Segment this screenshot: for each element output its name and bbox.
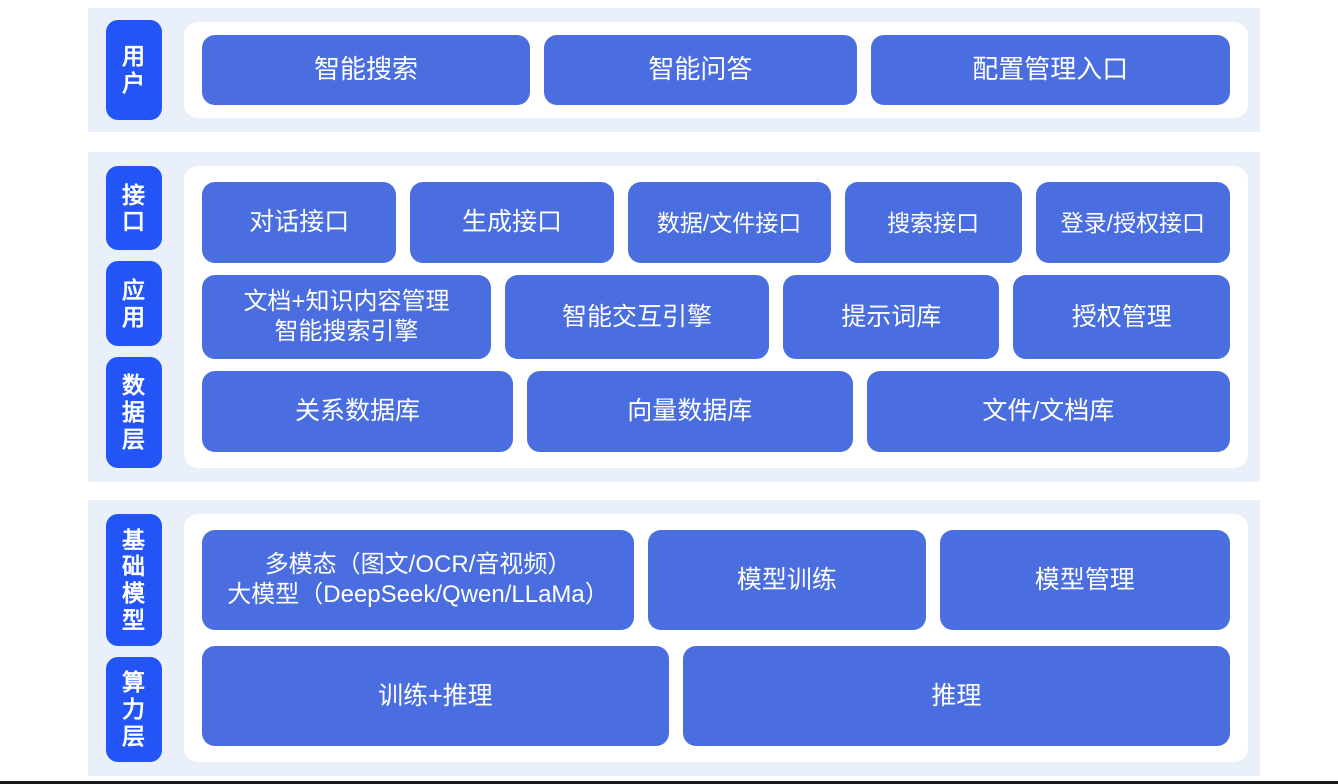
node-relational-database[interactable]: 关系数据库 [202, 370, 514, 452]
node-multimodal-large-model[interactable]: 多模态（图文/OCR/音视频） 大模型（DeepSeek/Qwen/LLaMa） [202, 530, 635, 630]
node-inference[interactable]: 推理 [682, 646, 1230, 746]
section-infra-labels: 基础模型 算力层 [88, 500, 180, 776]
layer-label-user: 用户 [106, 20, 162, 120]
layer-label-compute: 算力层 [106, 656, 162, 763]
section-platform: 接口 应用 数据层 对话接口 生成接口 数据/文件接口 搜索接口 登录/授权接口… [88, 152, 1260, 482]
section-platform-labels: 接口 应用 数据层 [88, 152, 180, 482]
row-user-entry: 智能搜索 智能问答 配置管理入口 [202, 35, 1230, 105]
node-authorization-management[interactable]: 授权管理 [1013, 275, 1230, 359]
node-training-plus-inference[interactable]: 训练+推理 [202, 646, 669, 746]
node-intelligent-qa[interactable]: 智能问答 [544, 35, 857, 105]
node-file-document-repository[interactable]: 文件/文档库 [866, 370, 1230, 452]
node-data-file-api[interactable]: 数据/文件接口 [627, 182, 831, 264]
section-platform-body: 对话接口 生成接口 数据/文件接口 搜索接口 登录/授权接口 文档+知识内容管理… [184, 166, 1248, 468]
section-user: 用户 智能搜索 智能问答 配置管理入口 [88, 8, 1260, 132]
row-model: 多模态（图文/OCR/音视频） 大模型（DeepSeek/Qwen/LLaMa）… [202, 530, 1230, 630]
node-generation-api[interactable]: 生成接口 [410, 182, 614, 264]
node-search-api[interactable]: 搜索接口 [844, 182, 1022, 264]
node-prompt-library[interactable]: 提示词库 [782, 275, 1000, 359]
layer-label-interface: 接口 [106, 166, 162, 251]
bottom-rule [0, 781, 1338, 784]
node-model-training[interactable]: 模型训练 [648, 530, 926, 630]
row-application: 文档+知识内容管理 智能搜索引擎 智能交互引擎 提示词库 授权管理 [202, 275, 1230, 359]
layer-label-application: 应用 [106, 261, 162, 346]
node-intelligent-interaction-engine[interactable]: 智能交互引擎 [504, 275, 769, 359]
node-model-management[interactable]: 模型管理 [939, 530, 1230, 630]
node-vector-database[interactable]: 向量数据库 [527, 370, 853, 452]
row-interface: 对话接口 生成接口 数据/文件接口 搜索接口 登录/授权接口 [202, 182, 1231, 264]
layer-label-base-model: 基础模型 [106, 514, 162, 646]
section-user-labels: 用户 [88, 8, 180, 132]
row-data: 关系数据库 向量数据库 文件/文档库 [202, 370, 1230, 452]
node-doc-knowledge-management-and-search-engine[interactable]: 文档+知识内容管理 智能搜索引擎 [202, 275, 491, 359]
node-dialog-api[interactable]: 对话接口 [202, 182, 397, 264]
node-intelligent-search[interactable]: 智能搜索 [202, 35, 531, 105]
section-infra-body: 多模态（图文/OCR/音视频） 大模型（DeepSeek/Qwen/LLaMa）… [184, 514, 1248, 762]
section-infra: 基础模型 算力层 多模态（图文/OCR/音视频） 大模型（DeepSeek/Qw… [88, 500, 1260, 776]
layer-label-data: 数据层 [106, 356, 162, 468]
section-user-body: 智能搜索 智能问答 配置管理入口 [184, 22, 1248, 118]
node-config-management-entry[interactable]: 配置管理入口 [870, 35, 1230, 105]
row-compute: 训练+推理 推理 [202, 646, 1230, 746]
node-login-auth-api[interactable]: 登录/授权接口 [1035, 182, 1231, 264]
